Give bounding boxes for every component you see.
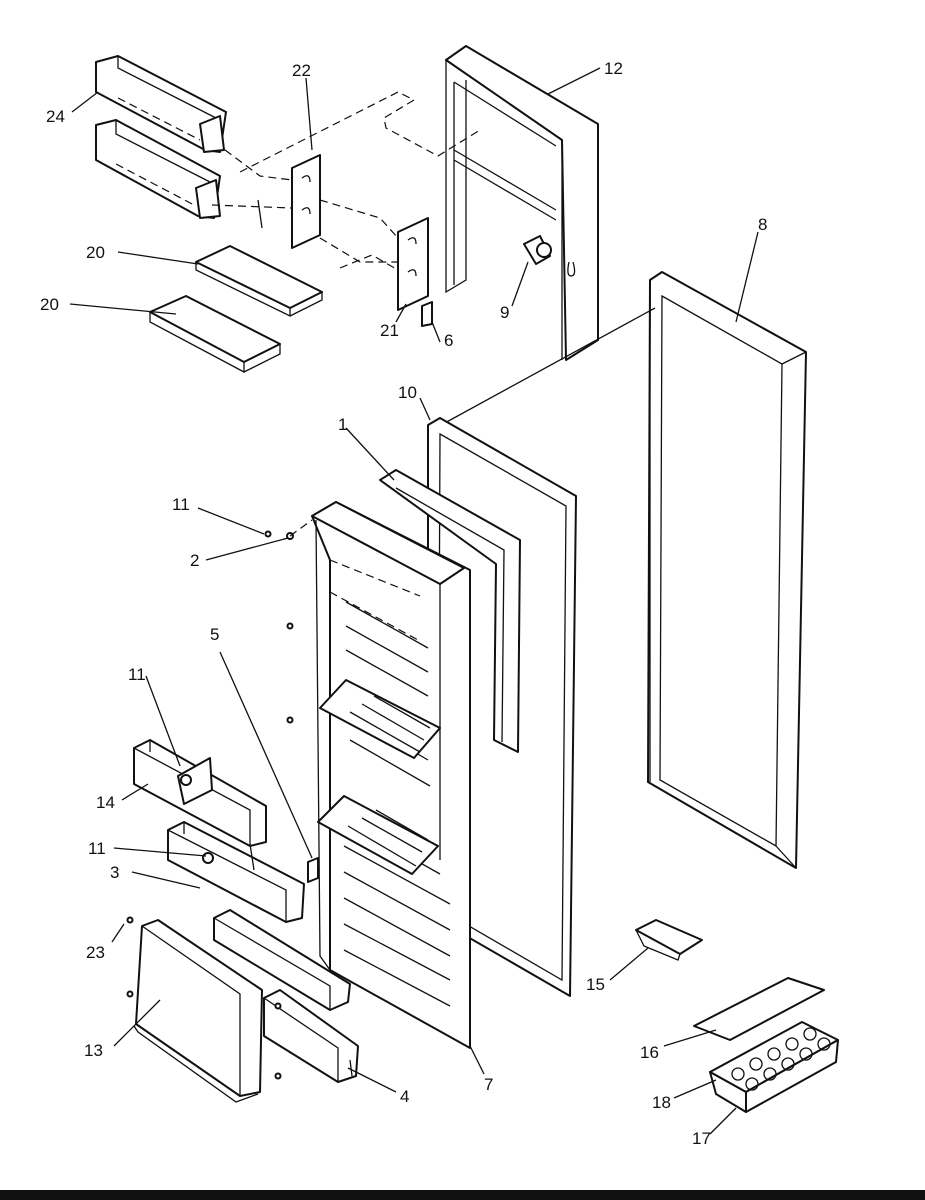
callout-15: 14 (96, 793, 115, 812)
part-20-lower-shelf (149, 295, 281, 374)
callout-6: 6 (444, 331, 453, 350)
part-22-bracket (291, 154, 321, 249)
callout-labels: 24 22 12 8 9 6 21 20 20 10 1 11 2 5 11 1… (40, 59, 767, 1148)
callout-9: 9 (500, 303, 509, 322)
callout-4: 4 (400, 1087, 409, 1106)
callout-20-upper: 20 (86, 243, 105, 262)
bottom-border (0, 1190, 925, 1200)
part-15-upper-bin (133, 739, 267, 847)
callout-1: 1 (338, 415, 347, 434)
part-21-bracket (397, 217, 429, 311)
part-1-inner-liner (379, 469, 521, 753)
callout-20-lower: 20 (40, 295, 59, 314)
part-5-rail (307, 857, 319, 883)
callout-14: 13 (84, 1041, 103, 1060)
callout-7: 7 (484, 1075, 493, 1094)
part-24-lower-bin (95, 119, 221, 219)
part-6-clip (421, 301, 433, 327)
assembly-guides-top (211, 91, 481, 271)
callout-21: 21 (380, 321, 399, 340)
callout-11-lower: 11 (88, 839, 106, 858)
callout-2: 2 (190, 551, 199, 570)
part-18-19-egg-tray (709, 1021, 839, 1113)
callout-24: 24 (46, 107, 65, 126)
callout-23: 23 (86, 943, 105, 962)
callout-11-upper: 11 (128, 665, 146, 684)
part-17-lid (693, 977, 825, 1041)
callout-22: 22 (292, 61, 311, 80)
screws-12-2 (264, 519, 313, 724)
screws-23 (126, 916, 282, 1080)
callout-17: 16 (640, 1043, 659, 1062)
leader-lines (69, 67, 759, 1135)
part-24-upper-bin (95, 55, 227, 153)
part-8-outer-frame (647, 271, 807, 869)
callout-8: 8 (758, 215, 767, 234)
callout-19: 18 (652, 1093, 671, 1112)
callout-13: 12 (604, 59, 623, 78)
part-3-middle-bin (167, 821, 305, 923)
part-4-lower-bin (263, 989, 359, 1083)
callout-18: 17 (692, 1129, 711, 1148)
part-7-door-liner (311, 501, 471, 1049)
part-16-small-tray (635, 919, 703, 961)
part-9-knob (523, 235, 576, 277)
callout-3: 3 (110, 863, 119, 882)
callout-5: 5 (210, 625, 219, 644)
guide-line-10 (431, 307, 656, 431)
part-13-upper-frame (445, 45, 599, 361)
callout-12: 11 (172, 495, 190, 514)
callout-10: 10 (398, 383, 417, 402)
part-4-upper-bin (213, 909, 351, 1011)
callout-16: 15 (586, 975, 605, 994)
part-20-upper-shelf (195, 245, 323, 318)
